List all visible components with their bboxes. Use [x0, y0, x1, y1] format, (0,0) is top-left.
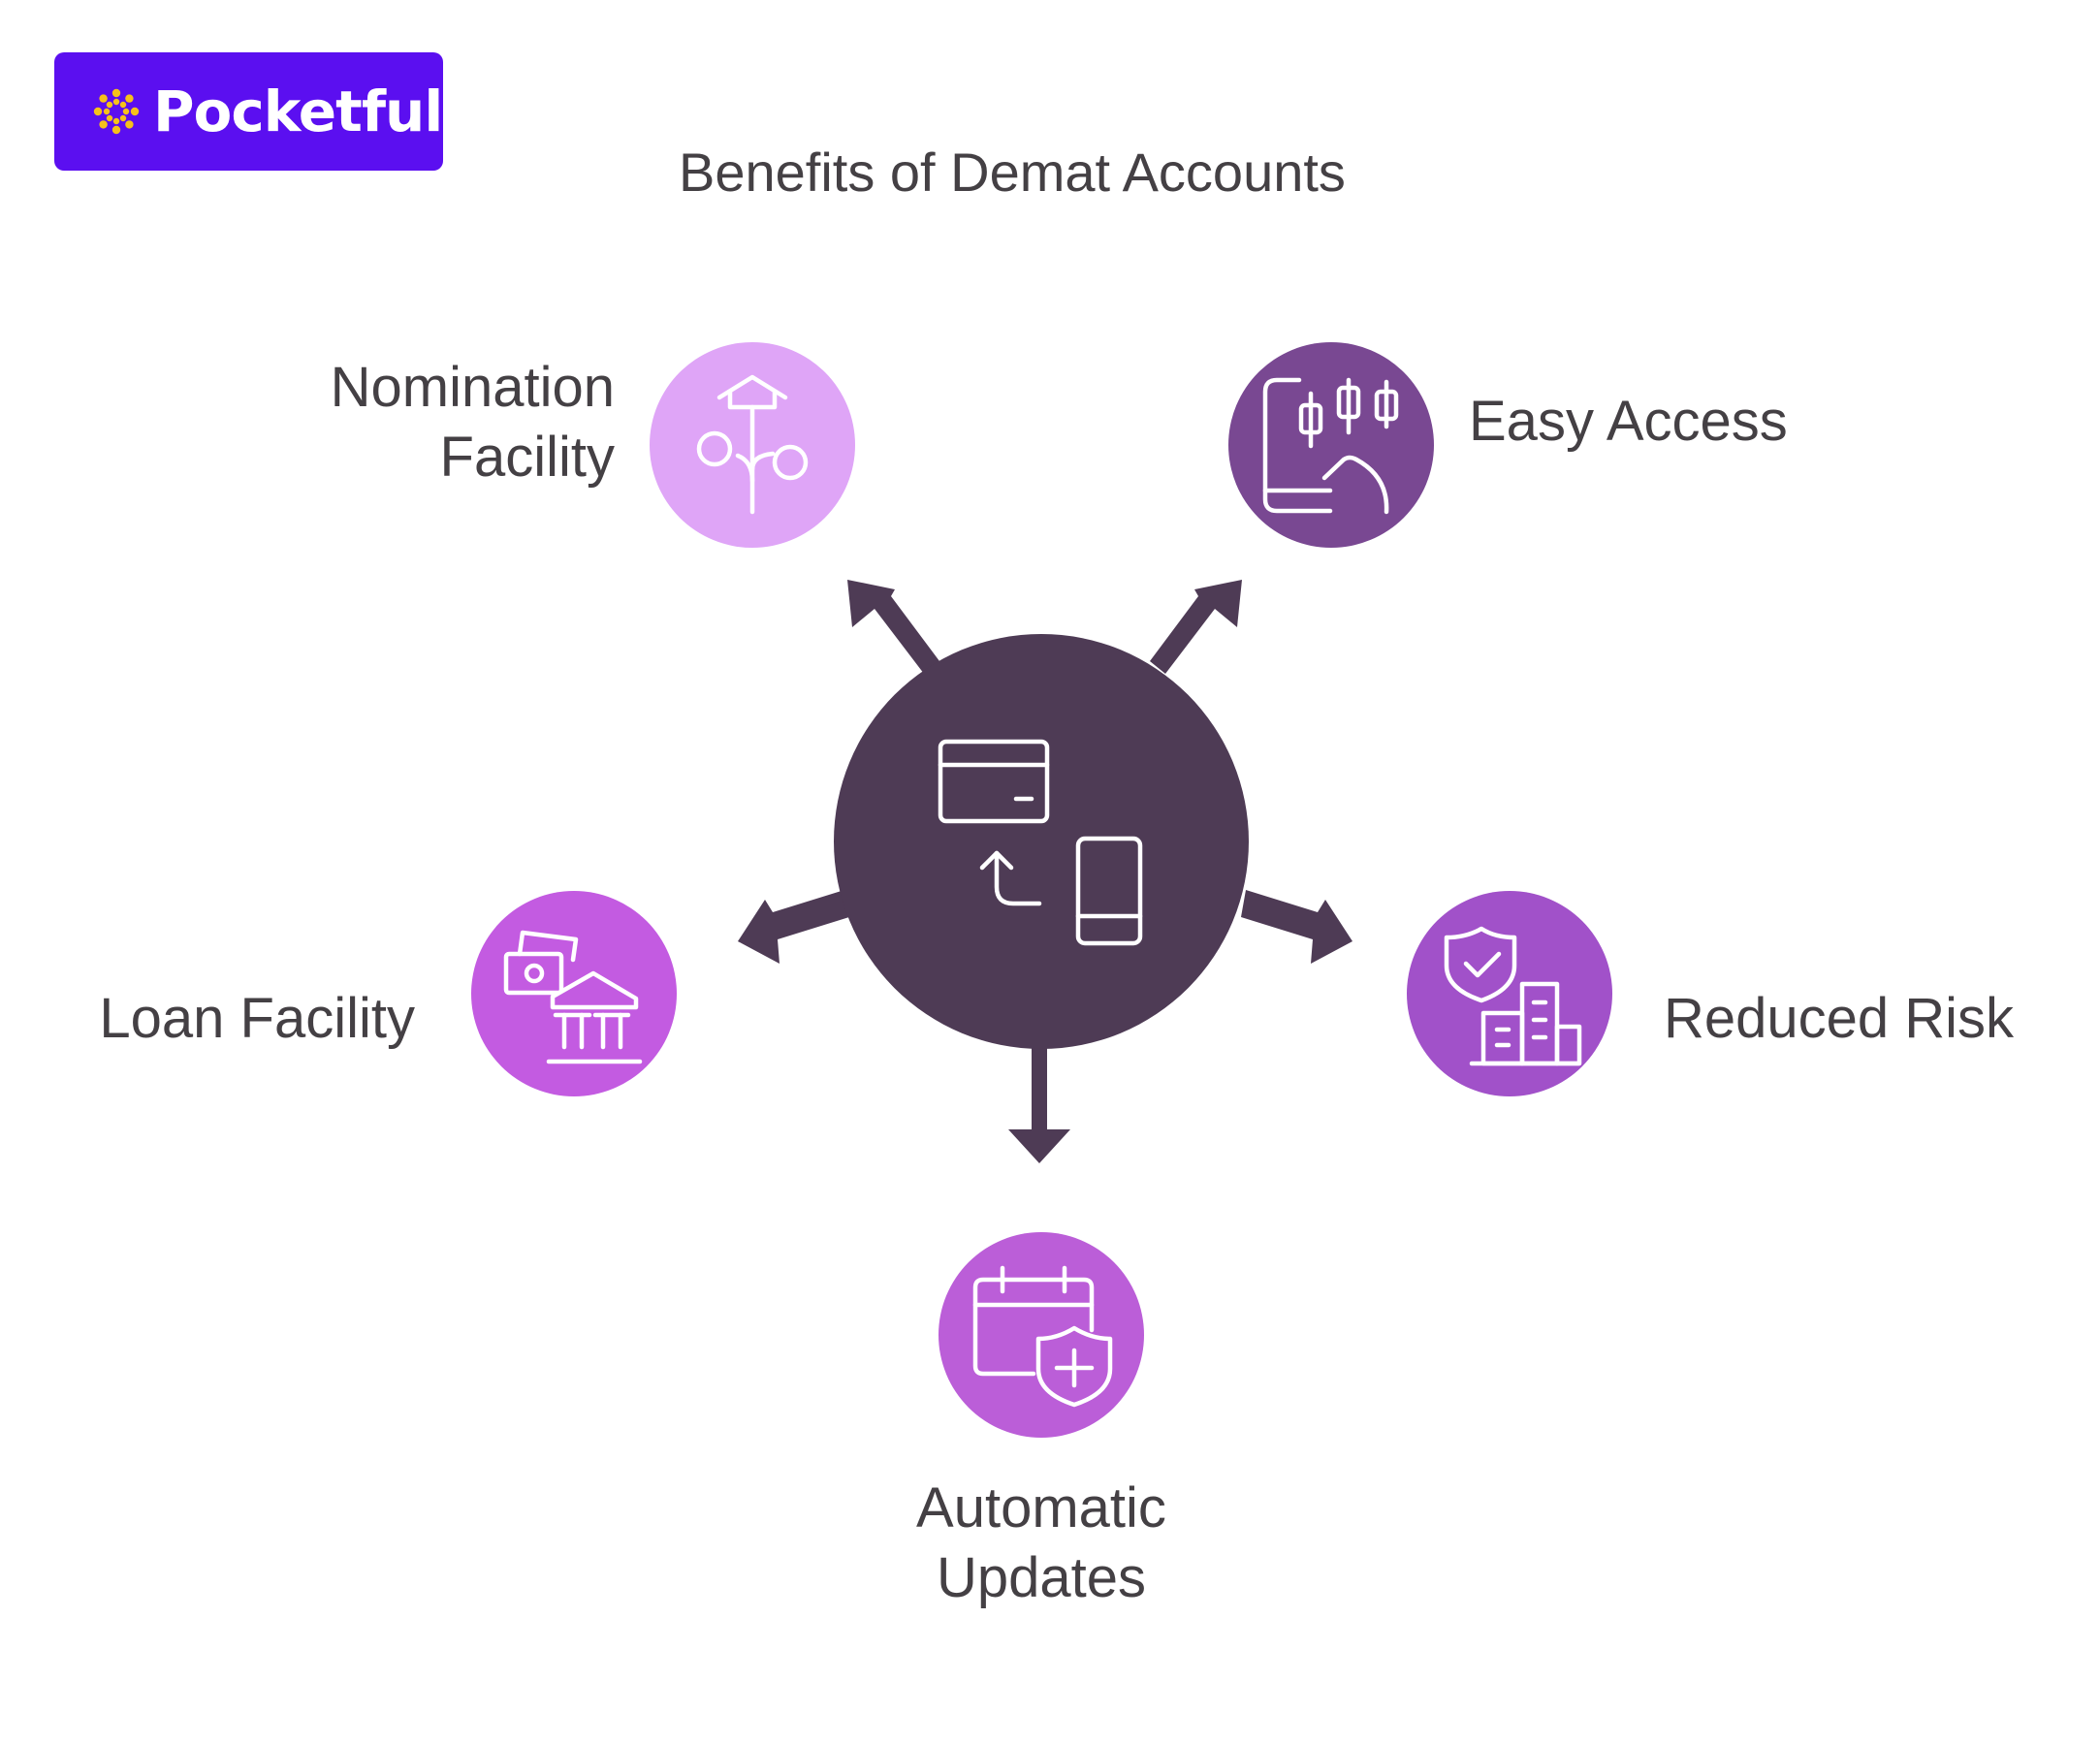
pocketful-logo-icon: [93, 88, 140, 135]
mobile-trading-candlestick-icon: [1262, 377, 1399, 515]
loan-facility-circle: [471, 891, 677, 1096]
shield-check-buildings-icon: [1444, 926, 1582, 1066]
hub-node: [834, 634, 1249, 1049]
brand-logo: Pocketful: [54, 52, 443, 171]
brand-name: Pocketful: [153, 79, 443, 144]
arrow-to-loan-facility: [738, 890, 849, 964]
reduced-risk-circle: [1407, 891, 1612, 1096]
automatic-updates-circle: [939, 1232, 1144, 1438]
label-line: Reduced Risk: [1664, 987, 2015, 1050]
label-line: Loan Facility: [99, 987, 415, 1050]
label-easy-access: Easy Access: [1469, 387, 1788, 457]
label-line: Updates: [936, 1546, 1147, 1609]
family-tree-home-icon: [696, 374, 809, 515]
arrow-to-automatic-updates: [1008, 1037, 1070, 1163]
label-line: Nomination: [330, 356, 615, 419]
benefit-loan-facility: [471, 891, 677, 1096]
hub-arrows: [738, 580, 1352, 1163]
label-nomination-facility: Nomination Facility: [331, 353, 615, 492]
hub-circle: [834, 634, 1249, 1049]
easy-access-circle: [1228, 342, 1434, 548]
diagram-title: Benefits of Demat Accounts: [679, 142, 1346, 203]
benefit-automatic-updates: [939, 1232, 1144, 1438]
label-reduced-risk: Reduced Risk: [1664, 984, 2014, 1054]
money-bank-icon: [503, 930, 643, 1064]
label-loan-facility: Loan Facility: [99, 984, 415, 1054]
card-transfer-phone-icon: [938, 739, 1143, 946]
benefit-reduced-risk: [1407, 891, 1612, 1096]
label-line: Easy Access: [1469, 390, 1788, 453]
label-automatic-updates: Automatic Updates: [847, 1474, 1235, 1613]
benefit-nomination: [650, 342, 855, 548]
arrow-to-easy-access: [1150, 580, 1242, 674]
label-line: Facility: [439, 426, 615, 489]
calendar-shield-plus-icon: [972, 1265, 1113, 1408]
label-line: Automatic: [916, 1476, 1166, 1539]
arrow-to-reduced-risk: [1241, 890, 1352, 964]
benefit-easy-access: [1228, 342, 1434, 548]
arrow-to-nomination: [847, 580, 939, 674]
